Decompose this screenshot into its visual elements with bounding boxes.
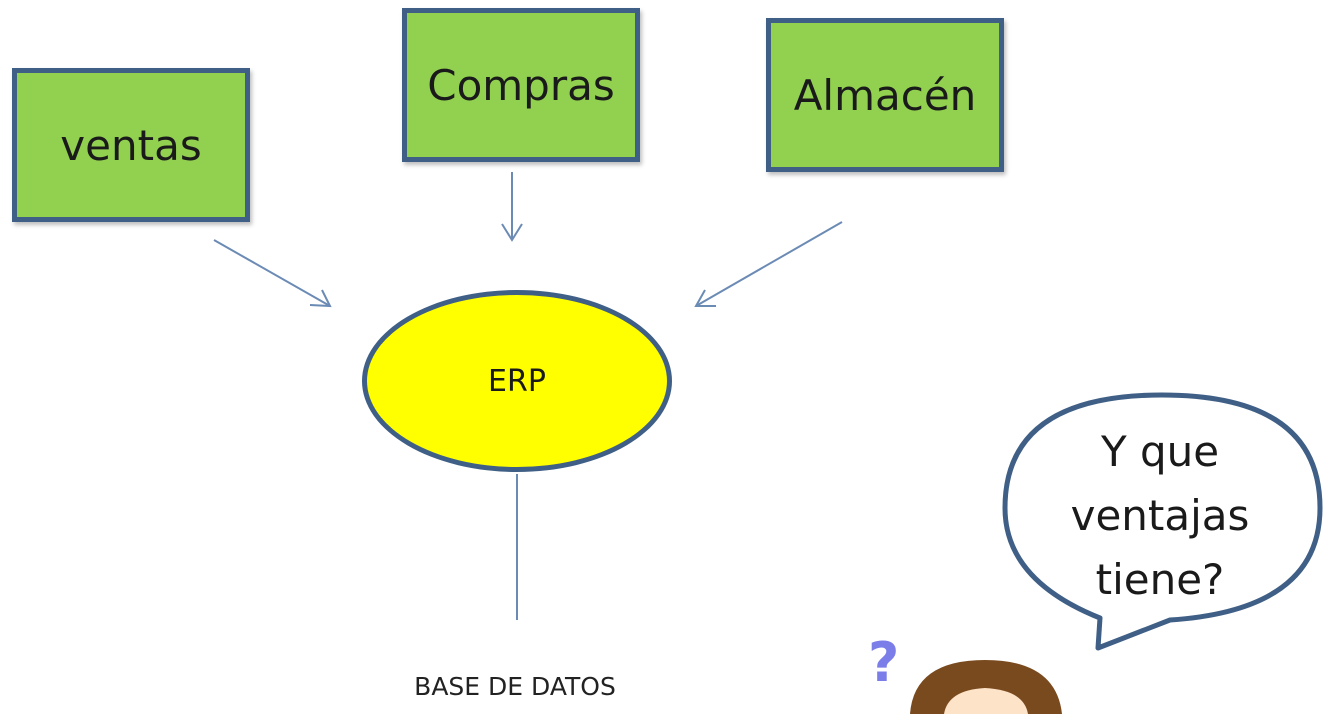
module-almacen: Almacén	[766, 18, 1004, 172]
module-compras: Compras	[402, 8, 640, 162]
arrow-almacen-to-erp	[694, 221, 843, 307]
module-ventas: ventas	[12, 68, 250, 222]
database-label: BASE DE DATOS	[414, 672, 616, 701]
module-almacen-label: Almacén	[793, 70, 977, 120]
module-ventas-label: ventas	[60, 120, 202, 170]
speech-line-3: tiene?	[1095, 555, 1225, 604]
arrow-ventas-to-erp	[213, 239, 332, 308]
speech-line-2: ventajas	[1070, 491, 1250, 540]
speech-line-1: Y que	[1100, 427, 1220, 476]
arrow-compras-to-erp	[501, 172, 523, 242]
person-icon	[910, 660, 1062, 714]
module-compras-label: Compras	[427, 60, 615, 110]
erp-label: ERP	[488, 363, 546, 399]
question-mark-icon: ?	[868, 631, 900, 694]
speech-bubble-text: Y que ventajas tiene?	[1010, 420, 1310, 612]
speech-bubble	[1002, 392, 1323, 651]
erp-ellipse: ERP	[362, 290, 672, 472]
